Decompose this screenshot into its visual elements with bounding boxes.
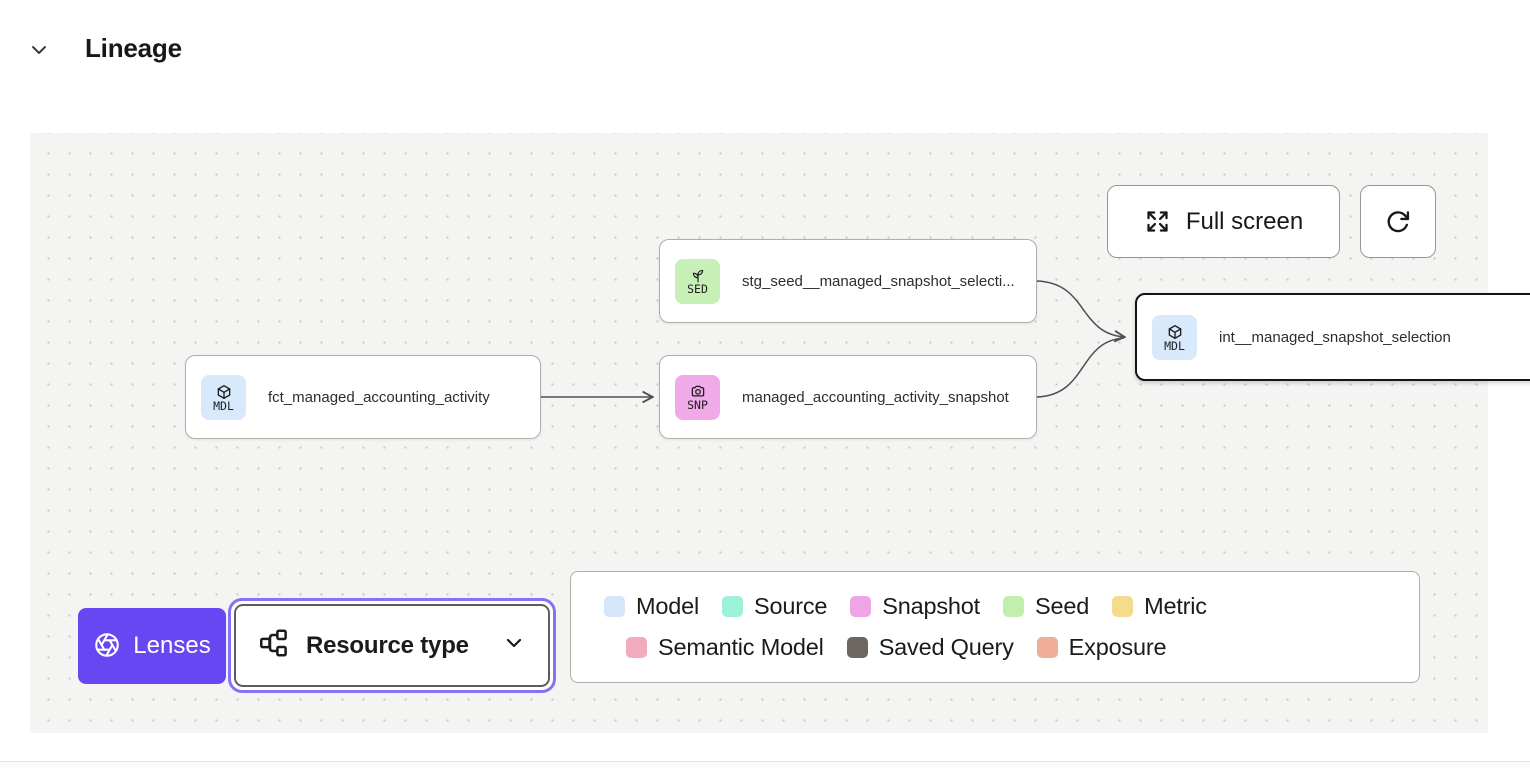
node-label: int__managed_snapshot_selection — [1219, 328, 1451, 346]
node-type-abbr: MDL — [1164, 338, 1185, 353]
seed-color-swatch — [1002, 596, 1024, 617]
legend-row: Semantic Model Saved Query Exposure — [571, 634, 1419, 661]
snapshot-color-swatch — [850, 596, 872, 617]
chevron-down-icon — [502, 631, 526, 660]
chevron-down-icon[interactable] — [27, 38, 51, 62]
snapshot-type-badge: SNP — [675, 374, 720, 420]
full-screen-label: Full screen — [1185, 207, 1304, 235]
metric-color-swatch — [1112, 596, 1134, 617]
bottom-strip — [0, 762, 1530, 768]
model-type-badge: MDL — [201, 374, 246, 420]
lineage-node-seed[interactable]: SED stg_seed__managed_snapshot_selecti..… — [659, 239, 1037, 323]
camera-icon — [690, 382, 706, 399]
legend-item-snapshot: Snapshot — [850, 593, 980, 620]
resource-type-dropdown[interactable]: Resource type — [228, 598, 556, 693]
legend-item-model: Model — [604, 593, 699, 620]
legend-item-semantic-model: Semantic Model — [626, 634, 824, 661]
node-label: managed_accounting_activity_snapshot — [742, 388, 1009, 406]
lenses-button[interactable]: Lenses — [78, 608, 226, 684]
hierarchy-icon — [258, 628, 288, 663]
aperture-icon — [93, 631, 121, 662]
cube-icon — [1167, 322, 1183, 340]
saved-query-color-swatch — [846, 637, 868, 658]
resource-type-legend: Model Source Snapshot Seed Metric — [570, 571, 1420, 683]
seed-type-badge: SED — [675, 258, 720, 304]
legend-item-metric: Metric — [1112, 593, 1207, 620]
lineage-node-int-model[interactable]: MDL int__managed_snapshot_selection — [1135, 293, 1530, 381]
model-color-swatch — [604, 596, 625, 617]
seedling-icon — [690, 267, 706, 283]
full-screen-button[interactable]: Full screen — [1107, 185, 1340, 258]
legend-item-source: Source — [722, 593, 827, 620]
model-type-badge: MDL — [1152, 314, 1197, 360]
node-type-abbr: SED — [687, 281, 708, 296]
lineage-node-fct-model[interactable]: MDL fct_managed_accounting_activity — [185, 355, 541, 439]
legend-row: Model Source Snapshot Seed Metric — [571, 593, 1419, 620]
legend-item-seed: Seed — [1002, 593, 1089, 620]
node-label: fct_managed_accounting_activity — [268, 388, 490, 406]
bottom-divider — [0, 761, 1530, 762]
expand-arrows-icon — [1144, 208, 1171, 235]
lineage-node-snapshot[interactable]: SNP managed_accounting_activity_snapshot — [659, 355, 1037, 439]
exposure-color-swatch — [1036, 637, 1058, 658]
node-label: stg_seed__managed_snapshot_selecti... — [742, 272, 1015, 290]
resource-type-label: Resource type — [306, 631, 469, 659]
semantic-model-color-swatch — [626, 637, 647, 658]
node-type-abbr: MDL — [213, 398, 234, 413]
lineage-section-header: Lineage — [0, 0, 1530, 100]
legend-item-exposure: Exposure — [1036, 634, 1167, 661]
node-type-abbr: SNP — [687, 398, 708, 412]
refresh-icon — [1384, 208, 1412, 236]
resource-type-dropdown-inner: Resource type — [234, 604, 550, 687]
legend-item-saved-query: Saved Query — [846, 634, 1014, 661]
cube-icon — [216, 382, 232, 400]
lenses-label: Lenses — [133, 632, 211, 659]
source-color-swatch — [722, 596, 744, 617]
refresh-button[interactable] — [1360, 185, 1436, 258]
page-title: Lineage — [85, 33, 182, 63]
lineage-canvas[interactable]: Full screen SED — [30, 133, 1530, 733]
